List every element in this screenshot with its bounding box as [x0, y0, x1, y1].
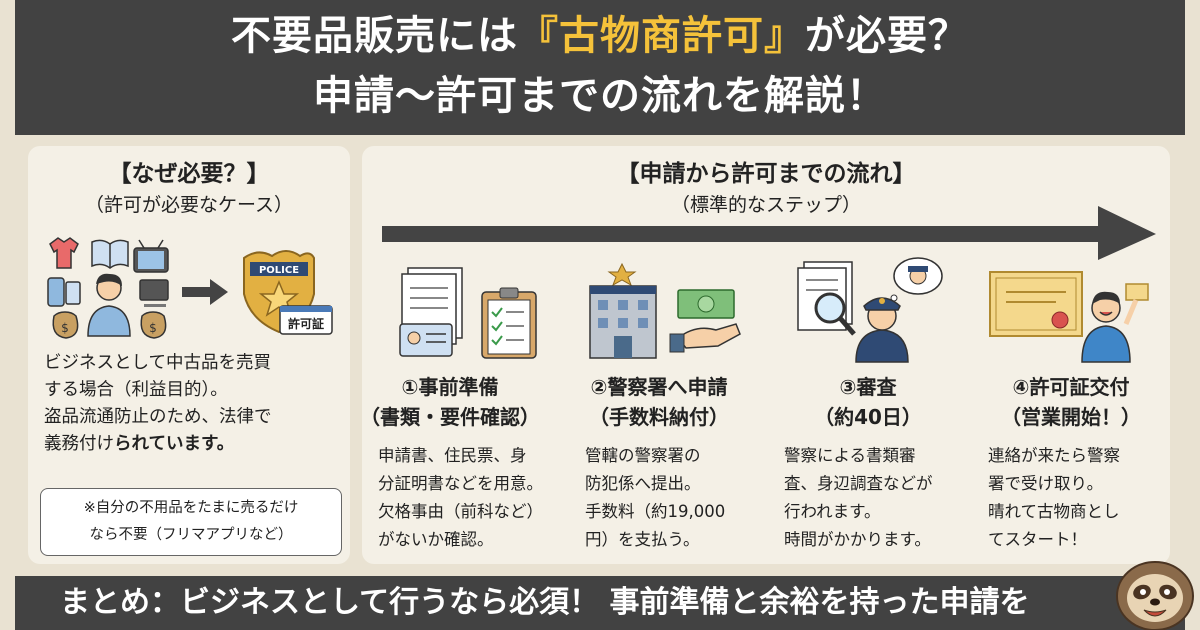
documents-icon: [399, 267, 537, 359]
monitor-icon: [139, 279, 169, 307]
clipboard-icon: [481, 287, 537, 359]
step-2-description: 管轄の警察署の 防犯係へ提出。 手数料（約19,000 円）を支払う。: [585, 442, 725, 554]
why-subheading: （許可が必要なケース）: [84, 194, 294, 216]
step-4-title: ④許可証交付 （営業開始！）: [976, 372, 1166, 432]
step-desc-line: 欠格事由（前科など）: [378, 502, 543, 521]
money-bag-icon: $ $: [52, 311, 167, 339]
step-title-text: ④許可証交付: [1012, 375, 1130, 399]
flow-arrow: [382, 206, 1156, 260]
id-card-icon: [399, 323, 453, 357]
why-body-line: 義務付けられています。: [44, 431, 272, 458]
step-subtitle-text: （営業開始！）: [1001, 405, 1141, 429]
book-icon: [91, 239, 129, 269]
step-desc-line: 署で受け取り。: [988, 474, 1104, 493]
person-icon: [87, 273, 131, 337]
step-2-title: ②警察署へ申請 （手数料納付）: [564, 372, 754, 432]
flow-subheading: （標準的なステップ）: [670, 194, 861, 216]
step-subtitle-text: （手数料納付）: [589, 405, 729, 429]
step-desc-line: 防犯係へ提出。: [585, 474, 701, 493]
title-suffix: が必要？: [805, 13, 969, 59]
title-banner: 不要品販売には『古物商許可』が必要？ 申請〜許可までの流れを解説！: [15, 0, 1185, 135]
police-station-icon: [589, 262, 741, 359]
step-subtitle-text: （約40日）: [814, 405, 922, 429]
step-1-title: ①事前準備 （書類・要件確認）: [355, 372, 545, 432]
cash-hand-icon: [669, 289, 741, 353]
step-desc-line: 時間がかかります。: [784, 530, 931, 549]
certificate-person-icon: [989, 271, 1149, 363]
note-line: ※自分の不用品をたまに売るだけ: [83, 500, 299, 516]
step-title-text: ③審査: [839, 375, 897, 399]
step-desc-line: 警察による書類審: [784, 446, 916, 465]
step-title-text: ①事前準備: [401, 375, 499, 399]
why-body: ビジネスとして中古品を売買 する場合（利益目的）。 盗品流通防止のため、法律で …: [44, 350, 272, 458]
title-prefix: 不要品販売には: [231, 13, 518, 59]
step-desc-line: 分証明書などを用意。: [378, 474, 543, 493]
step-desc-line: 管轄の警察署の: [585, 446, 701, 465]
summary-banner: まとめ：ビジネスとして行うなら必須！ 事前準備と余裕を持った申請を: [15, 576, 1185, 630]
step-desc-line: 査、身辺調査などが: [784, 474, 933, 493]
step-desc-line: 申請書、住民票、身: [378, 446, 527, 465]
why-heading: 【なぜ必要？】: [108, 161, 270, 187]
step-title-text: ②警察署へ申請: [590, 375, 728, 399]
note-line: なら不要（フリマアプリなど）: [89, 527, 293, 543]
why-body-bold: られています。: [114, 434, 235, 454]
magnifier-icon: [814, 292, 846, 324]
sloth-mascot-icon: [1116, 561, 1194, 630]
tshirt-icon: [49, 237, 79, 269]
arrow-right-icon: [182, 279, 228, 305]
title-line-1: 不要品販売には『古物商許可』が必要？: [15, 6, 1185, 66]
step-desc-line: 円）を支払う。: [585, 530, 700, 549]
step-desc-line: 行われます。: [784, 502, 881, 521]
step-desc-line: 手数料（約19,000: [585, 502, 726, 521]
why-body-line: 盗品流通防止のため、法律で: [44, 407, 272, 427]
permit-label: 許可証: [288, 316, 324, 331]
badge-label: POLICE: [259, 265, 299, 276]
police-officer-icon: [855, 297, 909, 363]
why-body-line: する場合（利益目的）。: [44, 380, 228, 400]
inspection-icon: [797, 257, 943, 363]
police-badge-icon: POLICE 許可証: [243, 250, 333, 335]
step-desc-line: がないか確認。: [378, 530, 494, 549]
step-desc-line: 連絡が来たら警察: [988, 446, 1120, 465]
step-3-description: 警察による書類審 査、身辺調査などが 行われます。 時間がかかります。: [784, 442, 933, 554]
svg-text:$: $: [149, 321, 157, 335]
happy-person-icon: [1081, 283, 1149, 363]
tv-icon: [133, 239, 169, 273]
why-body-text: 義務付け: [44, 434, 114, 454]
step-desc-line: 晴れて古物商とし: [988, 502, 1120, 521]
step-subtitle-text: （書類・要件確認）: [360, 405, 540, 429]
step-desc-line: てスタート！: [988, 530, 1087, 549]
used-goods-illustration: $ $: [47, 237, 169, 339]
flow-heading: 【申請から許可までの流れ】: [616, 161, 916, 187]
certificate-icon: [989, 271, 1083, 337]
title-highlight: 『古物商許可』: [518, 13, 805, 59]
why-body-line: ビジネスとして中古品を売買: [44, 353, 271, 373]
step-4-description: 連絡が来たら警察 署で受け取り。 晴れて古物商とし てスタート！: [988, 442, 1120, 554]
step-1-description: 申請書、住民票、身 分証明書などを用意。 欠格事由（前科など） がないか確認。: [378, 442, 543, 554]
smartphone-icon: [47, 277, 81, 307]
title-line-2: 申請〜許可までの流れを解説！: [313, 73, 887, 119]
exemption-note: ※自分の不用品をたまに売るだけ なら不要（フリマアプリなど）: [40, 488, 342, 556]
svg-text:$: $: [61, 321, 69, 335]
step-3-title: ③審査 （約40日）: [773, 372, 963, 432]
